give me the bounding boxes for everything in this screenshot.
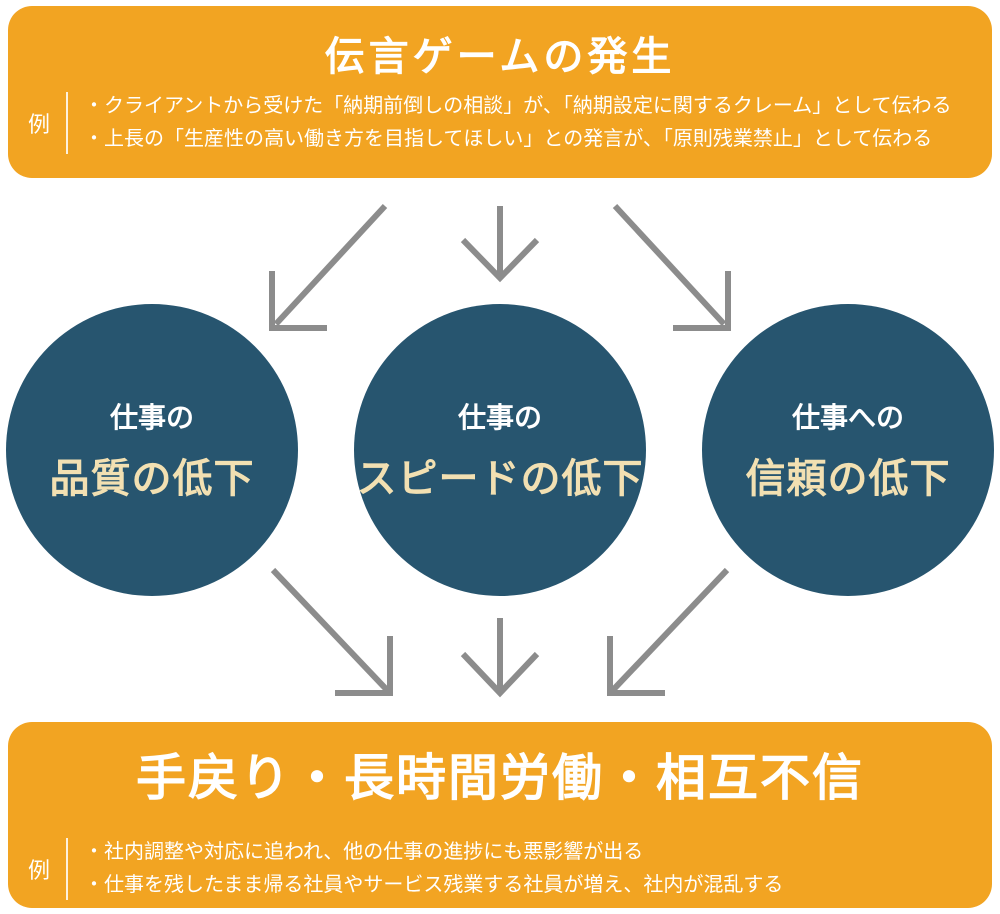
bottom-result-box: 手戻り・長時間労働・相互不信 例 ・社内調整や対応に追われ、他の仕事の進捗にも悪… [8, 722, 992, 908]
circle-quality-line2: 品質の低下 [49, 457, 255, 501]
top-cause-box: 伝言ゲームの発生 例 ・クライアントから受けた「納期前倒しの相談」が、「納期設定… [8, 6, 992, 178]
circle-speed-line1: 仕事の [457, 402, 542, 433]
top-example-bullet-2: ・上長の「生産性の高い働き方を目指してほしい」との発言が、「原則残業禁止」として… [84, 128, 933, 150]
circle-trust-line2: 信頼の低下 [745, 457, 951, 501]
bottom-example-bullet-2: ・仕事を残したまま帰る社員やサービス残業する社員が増え、社内が混乱する [84, 874, 784, 896]
bottom-example-label: 例 [28, 858, 51, 883]
arrow-top-left [269, 203, 388, 331]
top-box-title: 伝言ゲームの発生 [324, 35, 676, 79]
circle-quality-decline: 仕事の 品質の低下 [6, 304, 298, 596]
circle-trust-line1: 仕事への [791, 402, 904, 433]
arrow-bottom-center [460, 618, 540, 698]
arrow-bottom-right [607, 567, 730, 696]
circle-speed-line2: スピードの低下 [356, 457, 644, 501]
top-example-bullet-1: ・クライアントから受けた「納期前倒しの相談」が、「納期設定に関するクレーム」とし… [84, 95, 952, 117]
arrow-bottom-left [270, 567, 393, 696]
bottom-example-bullet-1: ・社内調整や対応に追われ、他の仕事の進捗にも悪影響が出る [84, 841, 644, 863]
bottom-box-title: 手戻り・長時間労働・相互不信 [136, 750, 864, 806]
bottom-example-divider [66, 838, 69, 900]
top-example-row: 例 ・クライアントから受けた「納期前倒しの相談」が、「納期設定に関するクレーム」… [28, 90, 972, 156]
arrow-top-right [612, 203, 731, 331]
bottom-example-row: 例 ・社内調整や対応に追われ、他の仕事の進捗にも悪影響が出る ・仕事を残したまま… [28, 836, 972, 902]
circle-speed-decline: 仕事の スピードの低下 [354, 304, 646, 596]
circle-quality-line1: 仕事の [109, 402, 194, 433]
arrow-top-center [460, 206, 540, 283]
top-example-divider [66, 92, 69, 154]
top-example-label: 例 [28, 112, 51, 137]
top-example-bullets: ・クライアントから受けた「納期前倒しの相談」が、「納期設定に関するクレーム」とし… [84, 90, 952, 156]
circle-trust-decline: 仕事への 信頼の低下 [702, 304, 994, 596]
bottom-example-bullets: ・社内調整や対応に追われ、他の仕事の進捗にも悪影響が出る ・仕事を残したまま帰る… [84, 836, 783, 902]
